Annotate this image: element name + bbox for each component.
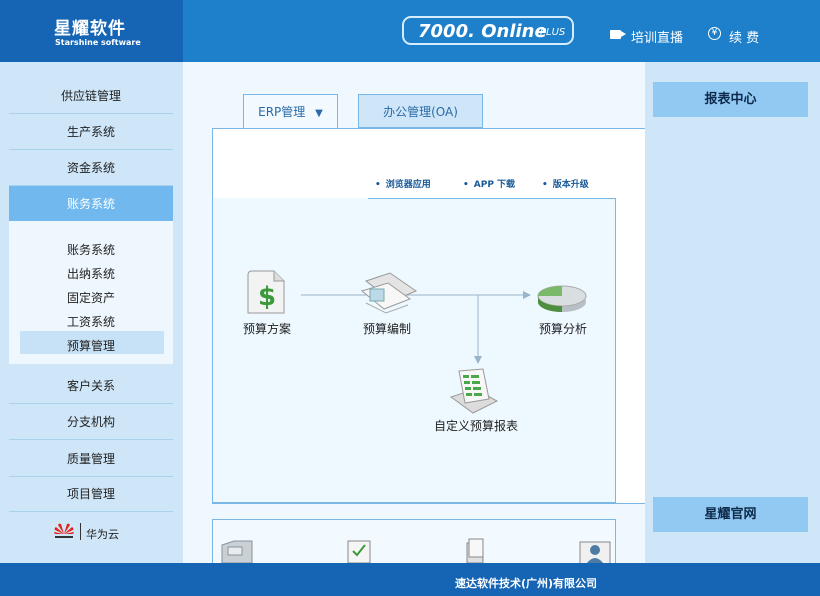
user-profile-icon[interactable] — [578, 540, 612, 563]
sidebar-item-supply-chain[interactable]: 供应链管理 — [9, 78, 173, 114]
sidebar-item-quality[interactable]: 质量管理 — [9, 441, 173, 477]
product-edition: PLUS — [540, 27, 566, 38]
submenu-item-fixed-assets[interactable]: 固定资产 — [67, 291, 116, 305]
yen-icon: ¥ — [708, 27, 721, 40]
secondary-panel — [212, 519, 616, 563]
submenu-item-budget[interactable]: 预算管理 — [67, 339, 116, 353]
tab-oa[interactable]: 办公管理(OA) — [358, 94, 483, 128]
node-budget-analysis[interactable]: 预算分析 — [539, 322, 588, 336]
app-download-link[interactable]: APP 下载 — [463, 177, 515, 190]
huawei-logo-icon — [54, 523, 74, 538]
svg-text:$: $ — [258, 282, 276, 312]
edit-form-icon[interactable] — [360, 271, 418, 317]
footer — [0, 563, 820, 596]
logo-title: 星耀软件 — [54, 19, 126, 39]
document-stack-icon[interactable] — [463, 537, 487, 563]
partner-divider — [80, 523, 81, 540]
chevron-down-icon: ▼ — [315, 108, 323, 119]
submenu-item-cashier[interactable]: 出纳系统 — [67, 267, 116, 281]
diagram-border — [368, 198, 616, 199]
submenu-item-payroll[interactable]: 工资系统 — [67, 315, 116, 329]
version-upgrade-link[interactable]: 版本升级 — [542, 177, 589, 190]
money-document-icon[interactable]: $ — [244, 269, 288, 317]
pie-chart-icon[interactable] — [536, 278, 588, 316]
browser-app-link[interactable]: 浏览器应用 — [375, 177, 431, 190]
logo-subtitle: Starshine software — [55, 38, 141, 47]
right-panel — [645, 62, 820, 563]
node-budget-compile[interactable]: 预算编制 — [363, 322, 412, 336]
node-budget-plan[interactable]: 预算方案 — [243, 322, 292, 336]
custom-report-icon[interactable] — [449, 367, 499, 415]
folder-icon[interactable] — [218, 537, 256, 563]
official-site-button[interactable]: 星耀官网 — [653, 497, 808, 532]
submenu-item-accounting[interactable]: 账务系统 — [67, 243, 116, 257]
footer-company: 速达软件技术(广州)有限公司 — [455, 577, 598, 590]
tab-erp[interactable]: ERP管理 ▼ — [243, 94, 338, 128]
partner-label: 华为云 — [86, 528, 119, 541]
tab-erp-label: ERP管理 — [258, 105, 306, 119]
sidebar-item-funds[interactable]: 资金系统 — [9, 150, 173, 186]
node-custom-budget-report[interactable]: 自定义预算报表 — [434, 419, 519, 433]
sidebar-item-production[interactable]: 生产系统 — [9, 114, 173, 150]
training-live-link[interactable]: 培训直播 — [631, 31, 684, 46]
submenu-active-highlight — [20, 331, 164, 354]
renew-link[interactable]: 续 费 — [729, 31, 760, 46]
sidebar-item-accounting[interactable]: 账务系统 — [9, 186, 173, 222]
checklist-icon[interactable] — [345, 539, 373, 563]
budget-flow-diagram — [213, 198, 616, 503]
flow-arrows — [301, 291, 531, 364]
report-center-button[interactable]: 报表中心 — [653, 82, 808, 117]
video-camera-icon — [610, 30, 626, 39]
product-badge: 7000. Online PLUS — [402, 16, 574, 45]
sidebar-item-crm[interactable]: 客户关系 — [9, 368, 173, 404]
product-name: 7000. Online — [418, 21, 547, 42]
sidebar-item-projects[interactable]: 项目管理 — [9, 476, 173, 512]
sidebar-item-branches[interactable]: 分支机构 — [9, 404, 173, 440]
logo — [0, 0, 183, 62]
